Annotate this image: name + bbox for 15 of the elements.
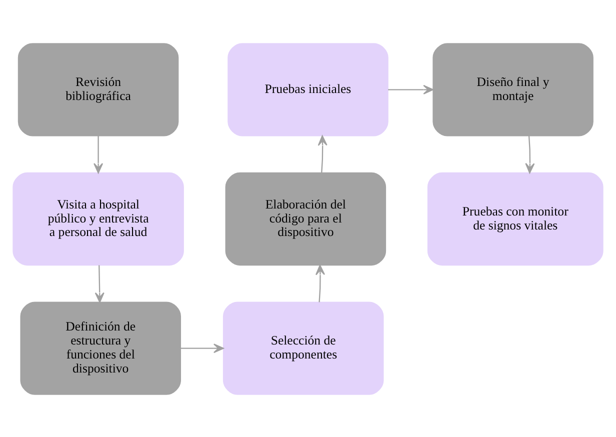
arrow [94,264,104,302]
node-box: Definición de estructura y funciones del dispositivo [20,301,181,394]
arrow [388,84,434,94]
node-box: Diseño final y montaje [432,42,594,136]
node-box: Pruebas iniciales [228,42,388,136]
node-box: Selección de componentes [222,301,384,394]
arrow [525,135,535,173]
node-box: Elaboración del código para el dispositivo [225,172,386,266]
node-box: Pruebas con monitor de signos vitales [427,172,604,266]
arrow [94,135,104,173]
arrow [315,264,326,302]
node-box: Revisión bibliográfica [18,42,179,136]
node-box: Visita a hospital público y entrevista a personal de salud [12,172,184,266]
arrow [318,134,328,172]
arrow [180,343,224,353]
